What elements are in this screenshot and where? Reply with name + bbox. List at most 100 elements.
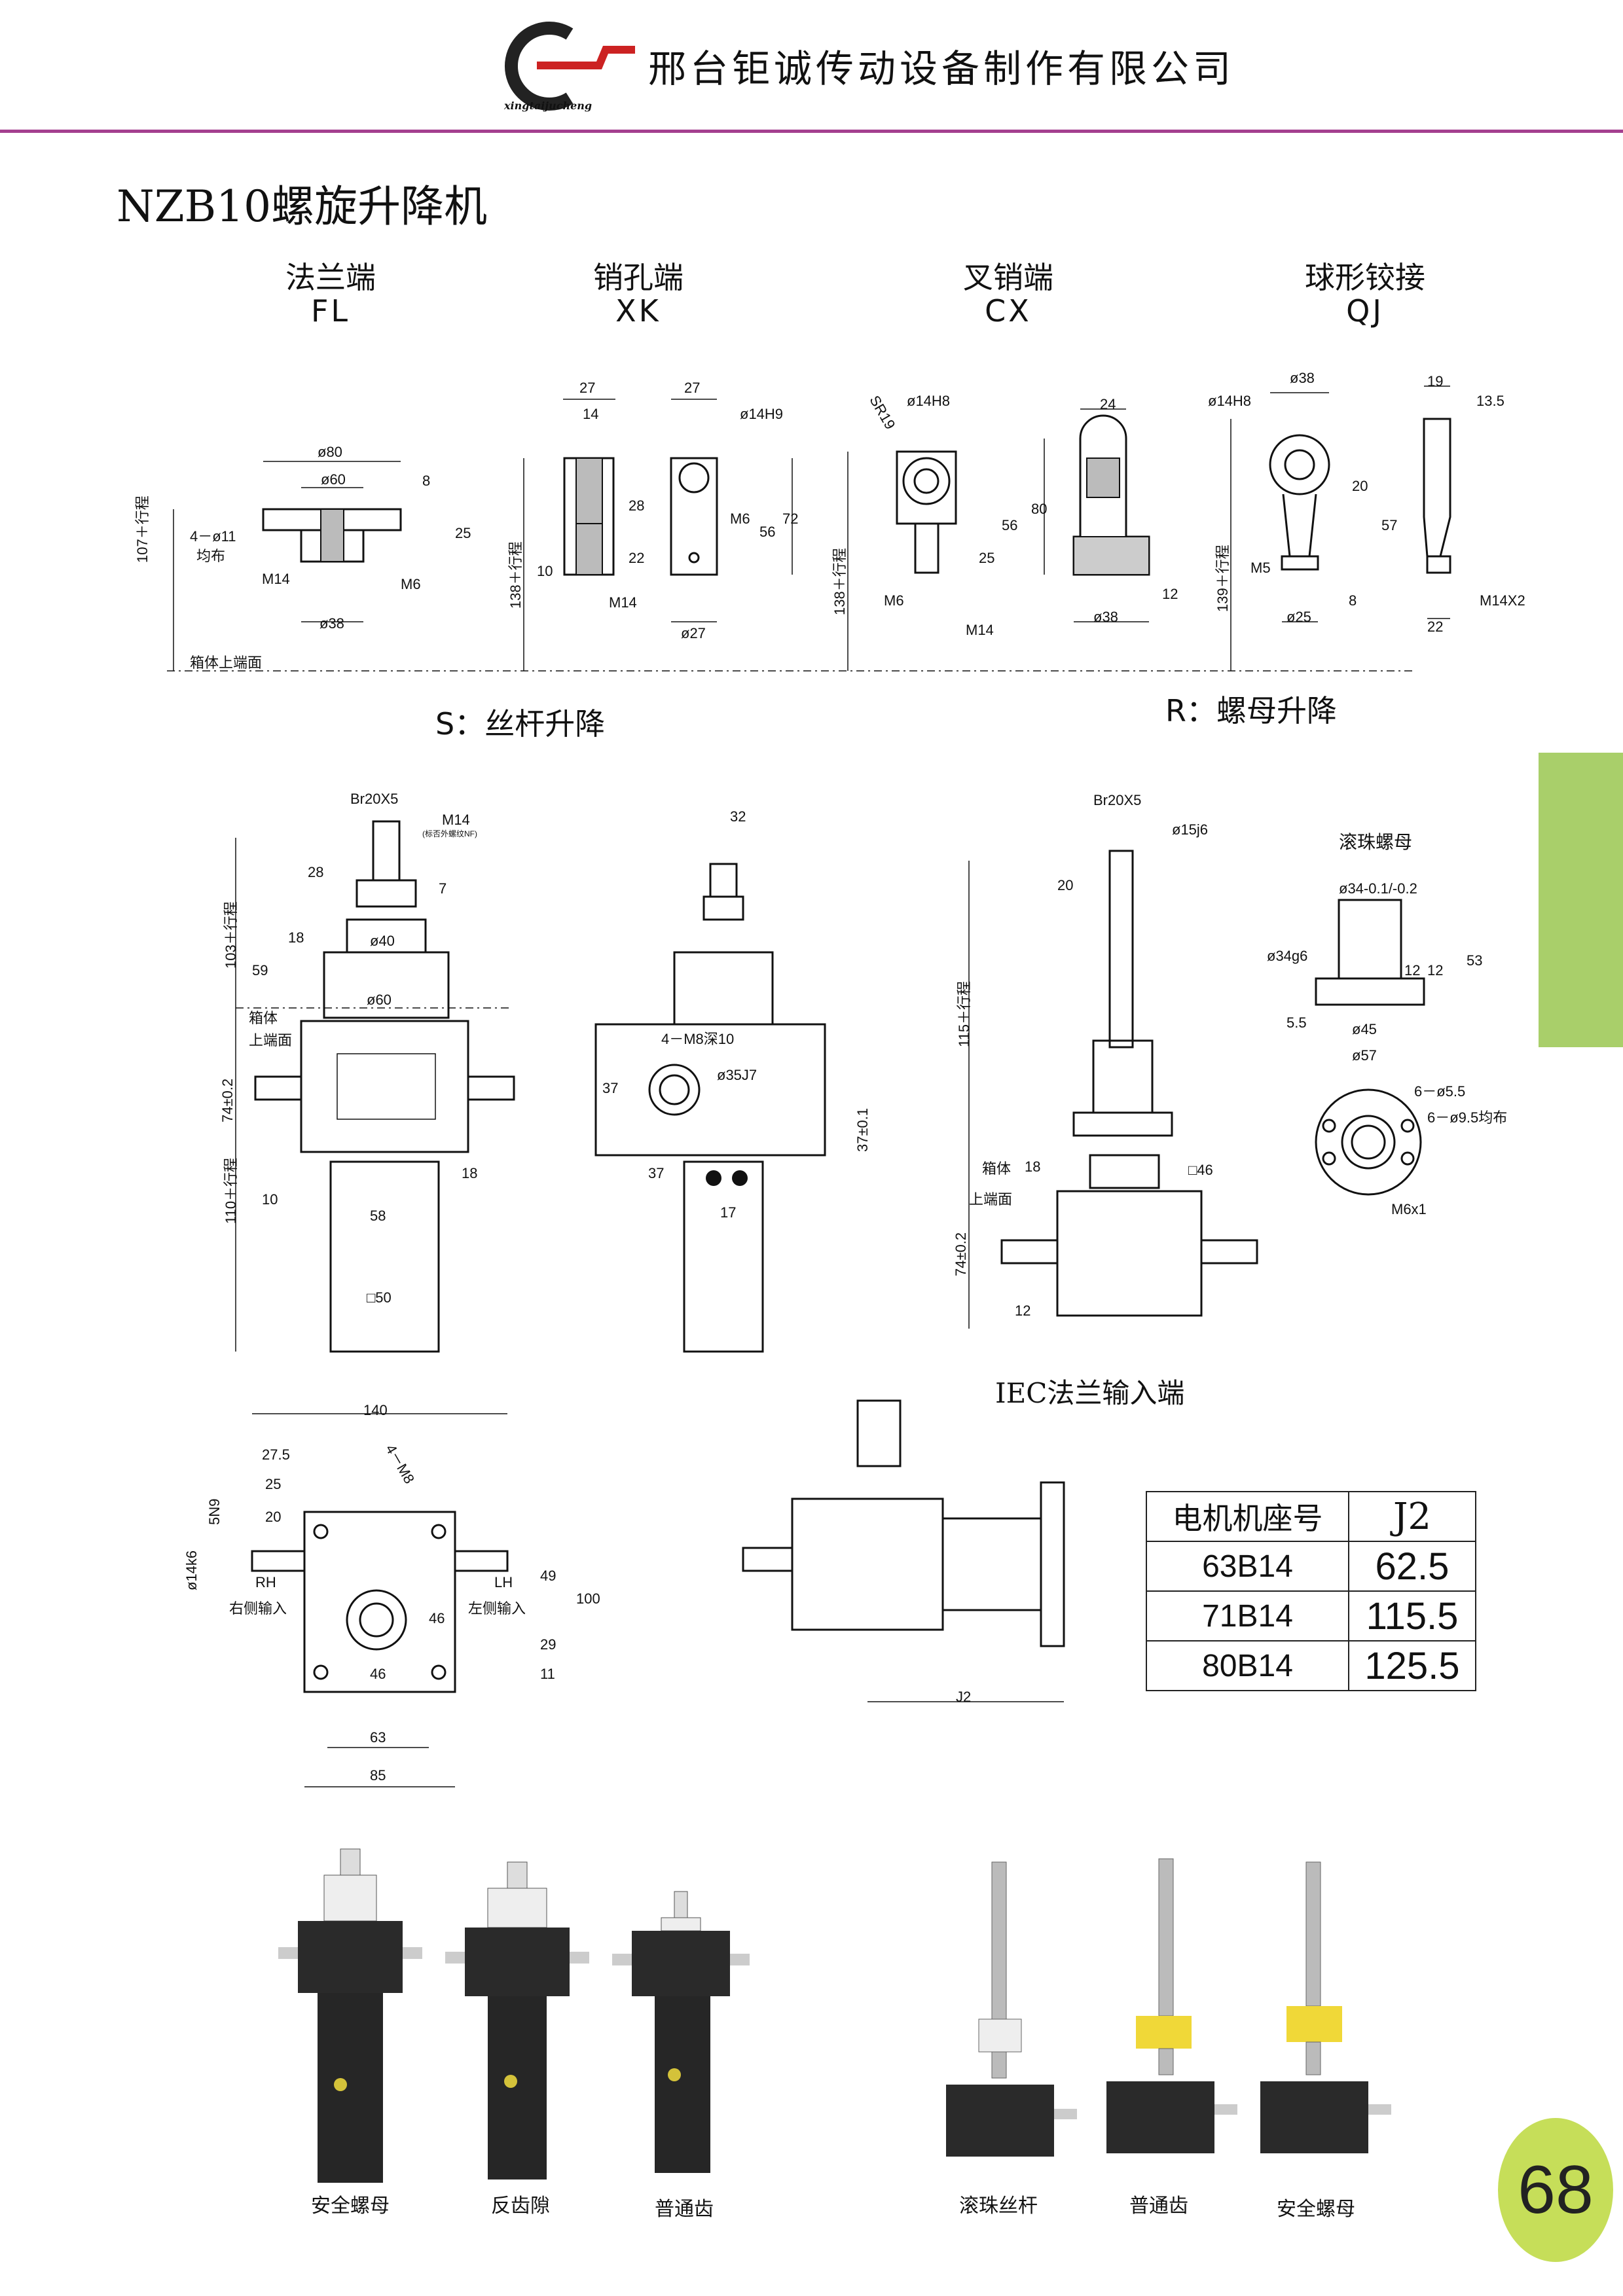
ballnut-dim-53: 53 bbox=[1467, 952, 1483, 969]
table-cell: 71B14 bbox=[1146, 1590, 1349, 1641]
top-dim-49: 49 bbox=[540, 1568, 556, 1584]
motor-table-header: 电机机座号 J2 bbox=[1146, 1491, 1476, 1542]
product-photo-4 bbox=[946, 1861, 1077, 2157]
photo-caption-5: 普通齿 bbox=[1129, 2195, 1188, 2217]
motor-table-header-2: J2 bbox=[1348, 1491, 1476, 1542]
logo-text: xingtaijucheng bbox=[504, 99, 593, 112]
s-dim-m14-note: (标否外螺纹NF) bbox=[422, 829, 477, 838]
table-row: 63B14 62.5 bbox=[1146, 1541, 1476, 1592]
iec-j2: J2 bbox=[956, 1689, 972, 1705]
top-lh: LH bbox=[494, 1574, 513, 1590]
photo-caption-6: 安全螺母 bbox=[1277, 2198, 1355, 2221]
table-cell: 62.5 bbox=[1348, 1541, 1476, 1592]
mode-r: R：螺母升降 bbox=[1165, 693, 1337, 728]
cx-dim-24: 24 bbox=[1100, 396, 1116, 412]
end-cx-cn: 叉销端 bbox=[963, 260, 1053, 295]
top-rh: RH bbox=[255, 1574, 276, 1590]
r-dim-18: 18 bbox=[1025, 1158, 1041, 1175]
s-dim-box: 箱体 bbox=[249, 1010, 278, 1026]
fl-drawing bbox=[167, 461, 1414, 672]
fl-dim-80: ø80 bbox=[318, 444, 342, 460]
iec-view bbox=[742, 1399, 1065, 1702]
top-dim-85: 85 bbox=[370, 1767, 386, 1784]
top-lh-cn: 左侧输入 bbox=[468, 1600, 526, 1617]
r-dim-box: 箱体 bbox=[982, 1160, 1012, 1177]
s-dim-br: Br20X5 bbox=[350, 791, 399, 807]
top-dim-20: 20 bbox=[265, 1509, 282, 1525]
xk-dim-27b: 27 bbox=[684, 380, 701, 396]
top-dim-46a: 46 bbox=[429, 1610, 445, 1626]
product-photo-3 bbox=[612, 1891, 750, 2173]
r-dim-12: 12 bbox=[1015, 1302, 1031, 1319]
qj-dim-22: 22 bbox=[1427, 619, 1444, 635]
ballnut-dim-12a: 12 bbox=[1404, 962, 1421, 978]
s-dim-40: ø40 bbox=[370, 933, 395, 949]
xk-dim-10: 10 bbox=[537, 563, 553, 579]
ballnut-view bbox=[1315, 899, 1425, 1196]
xk-dim-27a: 27 bbox=[579, 380, 596, 396]
r-dim-br: Br20X5 bbox=[1093, 792, 1142, 808]
xk-dim-28: 28 bbox=[629, 497, 645, 514]
top-dim-100: 100 bbox=[576, 1590, 600, 1607]
top-dim-63: 63 bbox=[370, 1729, 386, 1746]
fl-dim-8: 8 bbox=[422, 473, 431, 489]
table-cell: 80B14 bbox=[1146, 1640, 1349, 1691]
end-cx-en: CX bbox=[985, 293, 1032, 329]
s-view bbox=[235, 820, 515, 1353]
fl-dim-uniform: 均布 bbox=[196, 548, 226, 564]
ballnut-dim-57: ø57 bbox=[1352, 1047, 1377, 1064]
qj-dim-19: 19 bbox=[1427, 373, 1444, 389]
s-dim-face: 上端面 bbox=[249, 1032, 293, 1049]
ballnut-dim-34: ø34-0.1/-0.2 bbox=[1339, 880, 1417, 897]
ballnut-m6x1: M6x1 bbox=[1391, 1201, 1427, 1217]
side-view bbox=[594, 863, 826, 1353]
xk-drawing bbox=[523, 399, 793, 671]
s-dim-60: ø60 bbox=[367, 992, 392, 1008]
cx-dim-m6: M6 bbox=[884, 592, 904, 609]
fl-dim-m6: M6 bbox=[401, 576, 421, 592]
s-dim-58: 58 bbox=[370, 1208, 386, 1224]
fl-dim-60: ø60 bbox=[321, 471, 346, 488]
qj-dim-m5: M5 bbox=[1250, 560, 1271, 576]
fl-dim-m14: M14 bbox=[262, 571, 290, 587]
header-divider bbox=[0, 130, 1623, 133]
r-dim-sq46: □46 bbox=[1188, 1162, 1213, 1178]
r-dim-face: 上端面 bbox=[969, 1191, 1013, 1208]
product-photo-1 bbox=[278, 1848, 422, 2183]
top-view bbox=[251, 1413, 509, 1787]
qj-dim-20: 20 bbox=[1352, 478, 1368, 494]
product-photo-5 bbox=[1106, 1858, 1237, 2153]
side-dim-37: 37 bbox=[602, 1080, 619, 1096]
table-cell: 115.5 bbox=[1348, 1590, 1476, 1641]
photo-caption-2: 反齿隙 bbox=[491, 2195, 550, 2217]
end-xk-cn: 销孔端 bbox=[593, 260, 684, 295]
company-name: 邢台钜诚传动设备制作有限公司 bbox=[648, 46, 1235, 91]
cx-dim-12: 12 bbox=[1162, 586, 1178, 602]
table-cell: 125.5 bbox=[1348, 1640, 1476, 1691]
end-xk-en: XK bbox=[615, 293, 661, 329]
cx-dim-38: ø38 bbox=[1093, 609, 1118, 625]
xk-dim-m6: M6 bbox=[730, 511, 750, 527]
top-dim-140: 140 bbox=[363, 1402, 388, 1418]
fl-box-face: 箱体上端面 bbox=[190, 655, 263, 671]
photo-caption-4: 滚珠丝杆 bbox=[959, 2195, 1038, 2217]
side-dim-32: 32 bbox=[730, 808, 746, 825]
xk-dim-22: 22 bbox=[629, 550, 645, 566]
qj-dim-8: 8 bbox=[1349, 592, 1357, 609]
qj-dim-m14x2: M14X2 bbox=[1480, 592, 1525, 609]
s-dim-18: 18 bbox=[288, 929, 304, 946]
cx-dim-56: 56 bbox=[1002, 517, 1018, 533]
qj-dim-25: ø25 bbox=[1286, 609, 1311, 625]
side-dim-m8: 4－M8深10 bbox=[661, 1031, 735, 1047]
ballnut-holes2: 6－ø9.5均布 bbox=[1427, 1109, 1508, 1126]
ballnut-title: 滚珠螺母 bbox=[1339, 831, 1413, 853]
motor-table-header-1: 电机机座号 bbox=[1146, 1491, 1349, 1542]
s-dim-28: 28 bbox=[308, 864, 324, 880]
xk-dim-27c: ø27 bbox=[681, 625, 706, 641]
side-tab bbox=[1539, 753, 1623, 1047]
top-dim-46b: 46 bbox=[370, 1666, 386, 1682]
